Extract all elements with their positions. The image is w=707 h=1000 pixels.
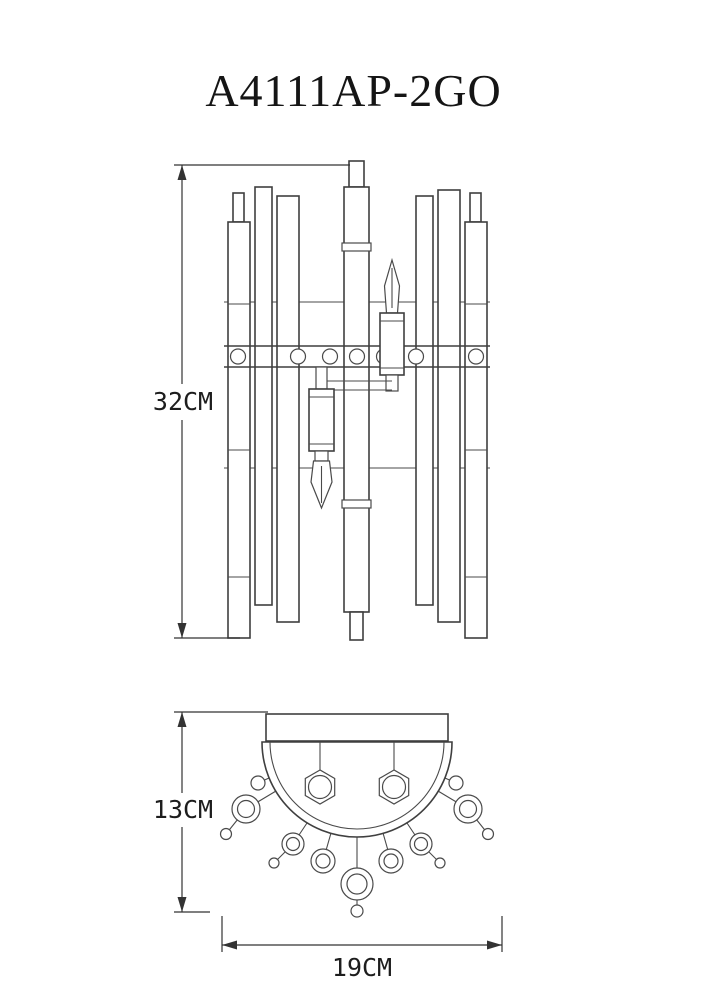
plan-mount-plate xyxy=(265,713,449,742)
page-title: A4111AP-2GO xyxy=(205,65,502,116)
dimension-width: 19CM xyxy=(221,916,503,982)
dimension-front-height: 32CM xyxy=(153,164,350,639)
plan-body-inner xyxy=(269,741,445,830)
plan-body-outline xyxy=(261,741,453,838)
front-view xyxy=(224,160,490,641)
plan-crystals xyxy=(219,775,495,918)
bottom-view xyxy=(219,713,495,918)
front-crystal-rods xyxy=(227,160,488,641)
front-height-label: 32CM xyxy=(153,387,213,416)
front-upper-candle xyxy=(379,257,405,392)
width-label: 19CM xyxy=(332,953,392,982)
front-lower-candle xyxy=(308,366,335,510)
dimension-plan-height: 13CM xyxy=(153,711,268,913)
plan-height-label: 13CM xyxy=(153,795,213,824)
plan-bulbs xyxy=(304,742,410,805)
